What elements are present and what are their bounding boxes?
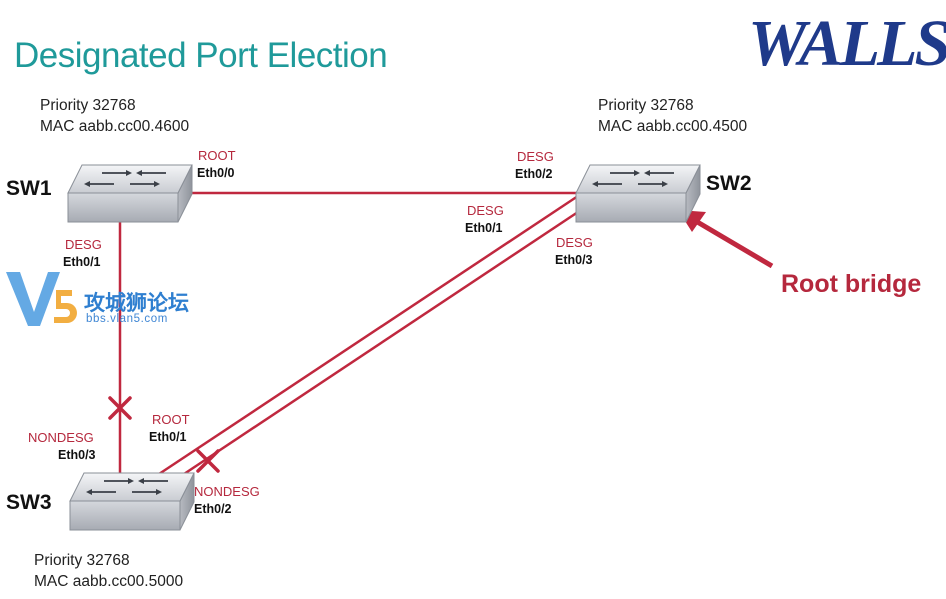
root-bridge-label: Root bridge: [781, 270, 922, 298]
link-sw2-sw3-a: [155, 194, 579, 478]
sw3-priority: Priority 32768: [34, 552, 130, 569]
sw2-info: Priority 32768 MAC aabb.cc00.4500: [598, 95, 747, 137]
root-bridge-arrow: [678, 210, 774, 269]
watermark-url: bbs.vlan5.com: [86, 313, 168, 325]
sw2-e03-port: Eth0/3: [555, 253, 593, 267]
sw1-info: Priority 32768 MAC aabb.cc00.4600: [40, 95, 189, 137]
blocked-port-marker-sw3-e02: [196, 449, 220, 473]
sw2-e01-role: DESG: [467, 203, 504, 218]
sw2-priority: Priority 32768: [598, 97, 694, 114]
blocked-port-marker-sw3-e03: [108, 396, 132, 420]
watermark-cn-text: 攻城狮论坛: [84, 292, 189, 315]
sw1-e01-port: Eth0/1: [63, 255, 101, 269]
sw2-label: SW2: [706, 172, 752, 195]
sw3-e02-role: NONDESG: [194, 484, 260, 499]
watermark-v5-logo: [6, 272, 77, 326]
sw1-e01-role: DESG: [65, 237, 102, 252]
page-title: Designated Port Election: [14, 36, 388, 75]
sw1-label: SW1: [6, 177, 52, 200]
link-sw2-sw3-b: [165, 206, 585, 488]
sw3-e02-port: Eth0/2: [194, 502, 232, 516]
sw3-e03-port: Eth0/3: [58, 448, 96, 462]
sw2-mac: MAC aabb.cc00.4500: [598, 118, 748, 135]
switch-sw2-icon: [575, 164, 701, 223]
sw2-e01-port: Eth0/1: [465, 221, 503, 235]
sw1-mac: MAC aabb.cc00.4600: [40, 118, 190, 135]
sw3-mac: MAC aabb.cc00.5000: [34, 573, 184, 590]
sw2-e03-role: DESG: [556, 235, 593, 250]
sw1-priority: Priority 32768: [40, 97, 136, 114]
switch-sw1-icon: [67, 164, 193, 223]
sw2-e02-port: Eth0/2: [515, 167, 553, 181]
sw3-info: Priority 32768 MAC aabb.cc00.5000: [34, 550, 183, 592]
sw2-e02-role: DESG: [517, 149, 554, 164]
walls-logo: WALLS: [748, 7, 946, 80]
sw3-e01-role: ROOT: [152, 412, 190, 427]
sw3-e03-role: NONDESG: [28, 430, 94, 445]
sw1-e00-port: Eth0/0: [197, 166, 235, 180]
sw1-e00-role: ROOT: [198, 148, 236, 163]
sw3-label: SW3: [6, 491, 52, 514]
sw3-e01-port: Eth0/1: [149, 430, 187, 444]
switch-sw3-icon: [69, 472, 195, 531]
